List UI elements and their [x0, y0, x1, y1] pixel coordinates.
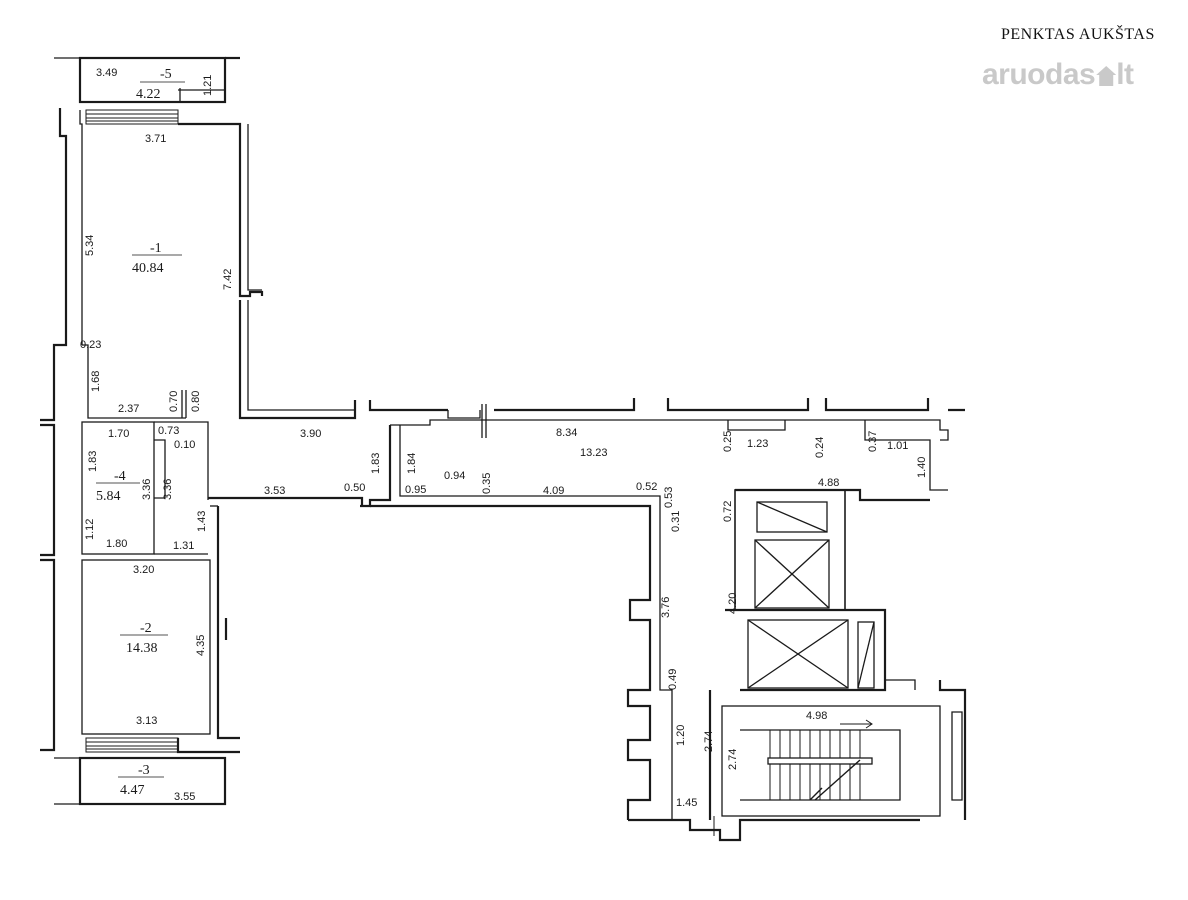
- dim-1-83-a: 1.83: [87, 451, 99, 472]
- room-1-area: 40.84: [132, 261, 164, 276]
- dim-1-01: 1.01: [887, 440, 908, 452]
- dim-5-34: 5.34: [84, 235, 96, 256]
- dim-0-70: 0.70: [168, 391, 180, 412]
- room-5-number: -5: [160, 67, 172, 82]
- room-2-number: -2: [140, 621, 152, 636]
- dim-3-36-a: 3.36: [141, 479, 153, 500]
- room-4-number: -4: [114, 469, 126, 484]
- room-5-area: 4.22: [136, 87, 161, 102]
- dim-1-68: 1.68: [90, 371, 102, 392]
- house-icon: [1096, 66, 1117, 86]
- dimension-labels: 3.49 3.71 0.23 2.37 1.70 0.73 0.10 1.80 …: [80, 67, 908, 809]
- dim-2-74-b: 2.74: [727, 749, 739, 770]
- dim-7-42: 7.42: [222, 269, 234, 290]
- dim-0-24: 0.24: [814, 437, 826, 458]
- dim-2-74-a: 2.74: [703, 731, 715, 752]
- dim-0-94: 0.94: [444, 470, 465, 482]
- watermark-text: aruodas: [982, 58, 1096, 91]
- dim-3-20: 3.20: [133, 564, 154, 576]
- window-bottom: [85, 737, 179, 753]
- dim-3-71: 3.71: [145, 133, 166, 145]
- corridor-walls: [360, 398, 965, 540]
- dim-0-10: 0.10: [174, 439, 195, 451]
- dim-0-49: 0.49: [667, 669, 679, 690]
- dim-2-37: 2.37: [118, 403, 139, 415]
- room-2-area: 14.38: [126, 641, 158, 656]
- dim-0-53: 0.53: [663, 487, 675, 508]
- room-3-area: 4.47: [120, 783, 145, 798]
- dim-3-53: 3.53: [264, 485, 285, 497]
- room-1-walls: [40, 108, 357, 422]
- dim-3-36-b: 3.36: [162, 479, 174, 500]
- dim-1-83-b: 1.83: [370, 453, 382, 474]
- dim-0-95: 0.95: [405, 484, 426, 496]
- dim-0-80: 0.80: [190, 391, 202, 412]
- dim-4-35: 4.35: [195, 635, 207, 656]
- dim-1-21: 1.21: [202, 75, 214, 96]
- room-2-walls: [40, 496, 364, 752]
- dim-3-49: 3.49: [96, 67, 117, 79]
- dim-0-23: 0.23: [80, 339, 101, 351]
- room-3-number: -3: [138, 763, 150, 778]
- dim-1-20: 1.20: [675, 725, 687, 746]
- dim-4-88: 4.88: [818, 477, 839, 489]
- dim-0-73: 0.73: [158, 425, 179, 437]
- dim-1-12: 1.12: [84, 519, 96, 540]
- dim-4-09: 4.09: [543, 485, 564, 497]
- dim-3-90: 3.90: [300, 428, 321, 440]
- dim-0-72: 0.72: [722, 501, 734, 522]
- dim-3-13: 3.13: [136, 715, 157, 727]
- dim-1-84: 1.84: [406, 453, 418, 474]
- stair-treads: [769, 730, 861, 800]
- watermark-suffix: lt: [1116, 58, 1134, 91]
- service-core: [626, 488, 967, 842]
- dim-0-50: 0.50: [344, 482, 365, 494]
- dim-1-40: 1.40: [916, 457, 928, 478]
- dim-1-31: 1.31: [173, 540, 194, 552]
- room-4-walls: [40, 421, 209, 557]
- corridor-area: 13.23: [580, 447, 608, 459]
- dim-1-80: 1.80: [106, 538, 127, 550]
- dim-3-55: 3.55: [174, 791, 195, 803]
- dim-4-98: 4.98: [806, 710, 827, 722]
- floor-title: PENKTAS AUKŠTAS: [1001, 26, 1155, 43]
- dim-0-37: 0.37: [867, 431, 879, 452]
- dim-8-34: 8.34: [556, 427, 577, 439]
- dim-1-23: 1.23: [747, 438, 768, 450]
- room-labels: -5 4.22 -1 40.84 -4 5.84 -2 14.38 -3 4.4…: [96, 67, 608, 798]
- dim-1-43: 1.43: [196, 511, 208, 532]
- dim-3-76: 3.76: [660, 597, 672, 618]
- watermark: aruodas lt: [982, 58, 1134, 92]
- dim-0-35: 0.35: [481, 473, 493, 494]
- window-top: [85, 109, 179, 125]
- room-4-area: 5.84: [96, 489, 121, 504]
- dim-0-25: 0.25: [722, 431, 734, 452]
- dimension-labels-vertical: 1.21 5.34 7.42 1.68 0.70 0.80 1.83 3.36 …: [84, 75, 928, 770]
- room-1-number: -1: [150, 241, 162, 256]
- balcony-3: [54, 738, 240, 806]
- dim-0-52: 0.52: [636, 481, 657, 493]
- dim-4-20: 4.20: [727, 593, 739, 614]
- balcony-5: [54, 56, 240, 104]
- dim-1-70: 1.70: [108, 428, 129, 440]
- dim-1-45: 1.45: [676, 797, 697, 809]
- dim-0-31: 0.31: [670, 511, 682, 532]
